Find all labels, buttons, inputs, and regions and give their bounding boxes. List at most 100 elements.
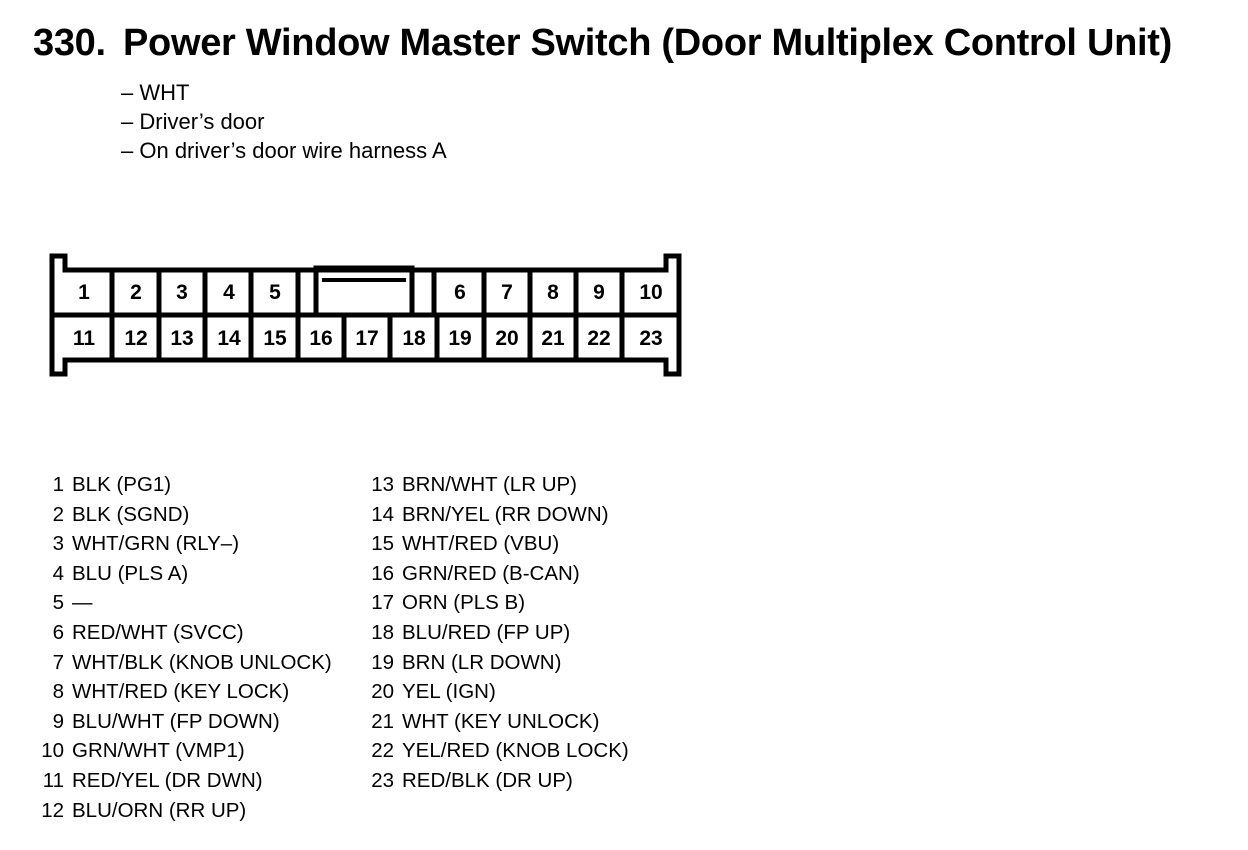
pin-item-1: 1 BLK (PG1) <box>38 470 332 500</box>
pin-item-16: 16 GRN/RED (B-CAN) <box>368 559 629 589</box>
pin-number: 10 <box>41 739 64 763</box>
pin-description: BLU/ORN (RR UP) <box>72 798 247 822</box>
pin-number: 13 <box>371 473 394 496</box>
note-color: WHT <box>121 78 447 107</box>
pin-description: GRN/RED (B-CAN) <box>402 561 580 585</box>
connector-pin-9: 9 <box>593 281 605 304</box>
pin-description: RED/BLK (DR UP) <box>402 768 573 792</box>
pin-number: 16 <box>371 561 394 585</box>
connector-pin-3: 3 <box>176 281 188 304</box>
pin-item-3: 3 WHT/GRN (RLY–) <box>38 529 332 559</box>
pin-item-12: 12 BLU/ORN (RR UP) <box>38 796 332 826</box>
connector-pin-19: 19 <box>448 327 471 350</box>
connector-pin-13: 13 <box>170 327 193 350</box>
connector-pin-15: 15 <box>263 327 287 350</box>
pin-number: 6 <box>52 620 64 644</box>
connector-pin-5: 5 <box>269 281 281 304</box>
connector-name: Power Window Master Switch (Door Multipl… <box>123 22 1172 64</box>
connector-pin-7: 7 <box>501 281 513 304</box>
pin-description: YEL/RED (KNOB LOCK) <box>402 739 629 763</box>
connector-pin-6: 6 <box>454 281 466 304</box>
pin-number: 1 <box>52 473 64 496</box>
connector-pin-1: 1 <box>78 281 90 304</box>
pin-number: 7 <box>52 650 64 674</box>
pin-item-4: 4 BLU (PLS A) <box>38 559 332 589</box>
pin-number: 8 <box>52 680 64 704</box>
pin-number: 12 <box>41 798 64 822</box>
pin-description: RED/YEL (DR DWN) <box>72 768 263 792</box>
pin-item-20: 20 YEL (IGN) <box>368 677 629 707</box>
pin-description: BLU (PLS A) <box>72 561 189 585</box>
pin-item-6: 6 RED/WHT (SVCC) <box>38 618 332 648</box>
connector-key <box>313 265 415 315</box>
pin-number: 14 <box>371 502 394 526</box>
pin-item-9: 9 BLU/WHT (FP DOWN) <box>38 707 332 737</box>
connector-pin-4: 4 <box>223 281 235 304</box>
pin-description: YEL (IGN) <box>402 680 496 704</box>
page-title: 330. Power Window Master Switch (Door Mul… <box>33 22 1172 65</box>
pin-number: 17 <box>371 591 394 615</box>
pin-description: RED/WHT (SVCC) <box>72 620 244 644</box>
connector-pin-2: 2 <box>130 281 142 304</box>
pin-description: — <box>72 591 93 615</box>
pin-item-11: 11 RED/YEL (DR DWN) <box>38 766 332 796</box>
pin-item-5: 5— <box>38 588 332 618</box>
pin-number: 21 <box>371 709 394 733</box>
pin-description: WHT/RED (VBU) <box>402 532 560 556</box>
pin-number: 9 <box>52 709 64 733</box>
pin-number: 3 <box>52 532 64 556</box>
pin-item-2: 2 BLK (SGND) <box>38 500 332 530</box>
pin-description: WHT/RED (KEY LOCK) <box>72 680 290 704</box>
pin-item-15: 15 WHT/RED (VBU) <box>368 529 629 559</box>
pin-number: 20 <box>371 680 394 704</box>
connector-pin-8: 8 <box>547 281 559 304</box>
pin-item-23: 23 RED/BLK (DR UP) <box>368 766 629 796</box>
connector-pin-17: 17 <box>355 327 378 350</box>
connector-pin-20: 20 <box>495 327 518 350</box>
connector-pin-18: 18 <box>402 327 426 350</box>
pin-description: GRN/WHT (VMP1) <box>72 739 245 763</box>
connector-pin-11: 11 <box>73 327 96 350</box>
connector-pin-23: 23 <box>639 327 662 350</box>
pin-item-8: 8 WHT/RED (KEY LOCK) <box>38 677 332 707</box>
connector-number: 330. <box>33 22 106 64</box>
pin-item-19: 19 BRN (LR DOWN) <box>368 648 629 678</box>
note-location: Driver’s door <box>121 107 447 136</box>
pin-number: 2 <box>52 502 64 526</box>
connector-pin-16: 16 <box>309 327 332 350</box>
connector-pin-14: 14 <box>217 327 241 350</box>
pin-description: WHT/BLK (KNOB UNLOCK) <box>72 650 332 674</box>
pin-number: 15 <box>371 532 394 556</box>
pin-number: 19 <box>371 650 394 674</box>
pin-item-21: 21 WHT (KEY UNLOCK) <box>368 707 629 737</box>
connector-housing <box>49 253 682 377</box>
pin-description: BRN (LR DOWN) <box>402 650 562 674</box>
pin-number: 5 <box>52 591 64 615</box>
pin-description: BLU/WHT (FP DOWN) <box>72 709 280 733</box>
pin-description: WHT/GRN (RLY–) <box>72 532 240 556</box>
pin-number: 11 <box>42 768 64 792</box>
pin-description: BLK (PG1) <box>72 473 172 496</box>
pin-description: BRN/WHT (LR UP) <box>402 473 578 496</box>
pin-description: BLU/RED (FP UP) <box>402 620 571 644</box>
pin-item-7: 7 WHT/BLK (KNOB UNLOCK) <box>38 648 332 678</box>
pin-number: 18 <box>371 620 394 644</box>
connector-pin-21: 21 <box>541 327 565 350</box>
pin-number: 4 <box>52 561 64 585</box>
pin-item-17: 17 ORN (PLS B) <box>368 588 629 618</box>
connector-notes: WHT Driver’s door On driver’s door wire … <box>121 78 447 165</box>
pin-item-18: 18 BLU/RED (FP UP) <box>368 618 629 648</box>
pin-description: WHT (KEY UNLOCK) <box>402 709 600 733</box>
pin-item-13: 13 BRN/WHT (LR UP) <box>368 470 629 500</box>
connector-pin-10: 10 <box>639 281 662 304</box>
note-harness: On driver’s door wire harness A <box>121 136 446 165</box>
connector-pin-12: 12 <box>124 327 147 350</box>
pin-number: 23 <box>371 768 394 792</box>
pin-description: ORN (PLS B) <box>402 591 526 615</box>
pin-description: BLK (SGND) <box>72 502 190 526</box>
connector-pin-22: 22 <box>587 327 610 350</box>
